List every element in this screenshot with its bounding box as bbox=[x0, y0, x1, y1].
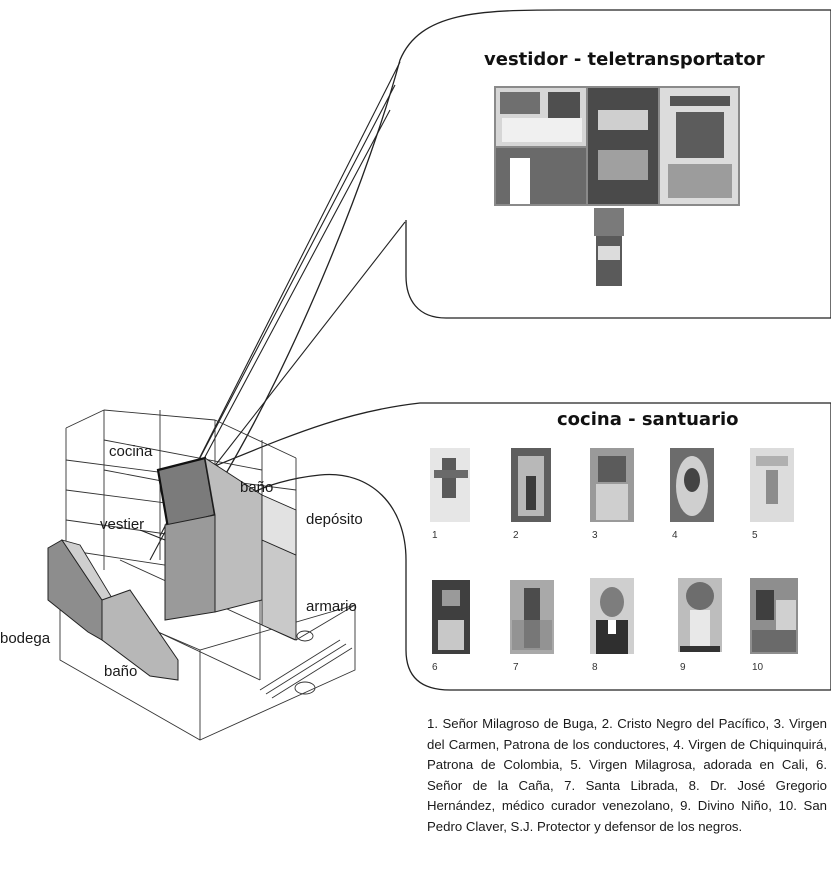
thumbnail-number-10: 10 bbox=[752, 662, 764, 673]
thumbnail-3 bbox=[590, 448, 634, 522]
thumbnail-2 bbox=[511, 448, 551, 522]
sightline-2 bbox=[177, 84, 396, 501]
thumbnail-4 bbox=[670, 448, 714, 522]
bubble-title-cocina: cocina - santuario bbox=[557, 409, 739, 430]
bano-upper-volume bbox=[204, 456, 263, 613]
thumbnail-number-7: 7 bbox=[513, 662, 519, 673]
thumbnail-number-9: 9 bbox=[680, 662, 686, 673]
label-vestier: vestier bbox=[100, 516, 145, 533]
thumbnail-9 bbox=[678, 578, 722, 652]
label-deposito: depósito bbox=[306, 511, 363, 528]
thumbnail-7 bbox=[510, 580, 554, 654]
label-cocina: cocina bbox=[109, 443, 153, 460]
collage-vestidor bbox=[494, 86, 740, 286]
label-bano-lower: baño bbox=[104, 663, 138, 680]
bubble-bottom-outline bbox=[209, 402, 831, 691]
bubble-top-outline bbox=[217, 9, 831, 488]
deposito-volume bbox=[261, 494, 297, 556]
label-armario: armario bbox=[306, 598, 357, 615]
thumbnail-6 bbox=[432, 580, 470, 654]
thumbnail-10 bbox=[750, 578, 798, 654]
column-volume bbox=[164, 514, 216, 621]
thumbnail-number-5: 5 bbox=[752, 530, 758, 541]
label-bodega: bodega bbox=[0, 630, 51, 647]
thumbnail-1 bbox=[430, 448, 470, 522]
vestier-leader bbox=[139, 529, 166, 541]
bano-lower-volume bbox=[101, 589, 179, 681]
thumbnail-number-6: 6 bbox=[432, 662, 438, 673]
thumbnail-number-3: 3 bbox=[592, 530, 598, 541]
thumbnail-number-2: 2 bbox=[513, 530, 519, 541]
thumbnail-number-8: 8 bbox=[592, 662, 598, 673]
thumbnail-number-4: 4 bbox=[672, 530, 678, 541]
thumbnail-8 bbox=[590, 578, 634, 654]
thumbnail-5 bbox=[750, 448, 794, 522]
armario-volume bbox=[261, 539, 297, 641]
caption-text: 1. Señor Milagroso de Buga, 2. Cristo Ne… bbox=[427, 716, 827, 834]
thumbnail-number-1: 1 bbox=[432, 530, 438, 541]
label-bano-upper: baño bbox=[240, 479, 274, 496]
sightline-3 bbox=[195, 221, 406, 491]
bubble-title-vestidor: vestidor - teletransportator bbox=[484, 49, 765, 70]
